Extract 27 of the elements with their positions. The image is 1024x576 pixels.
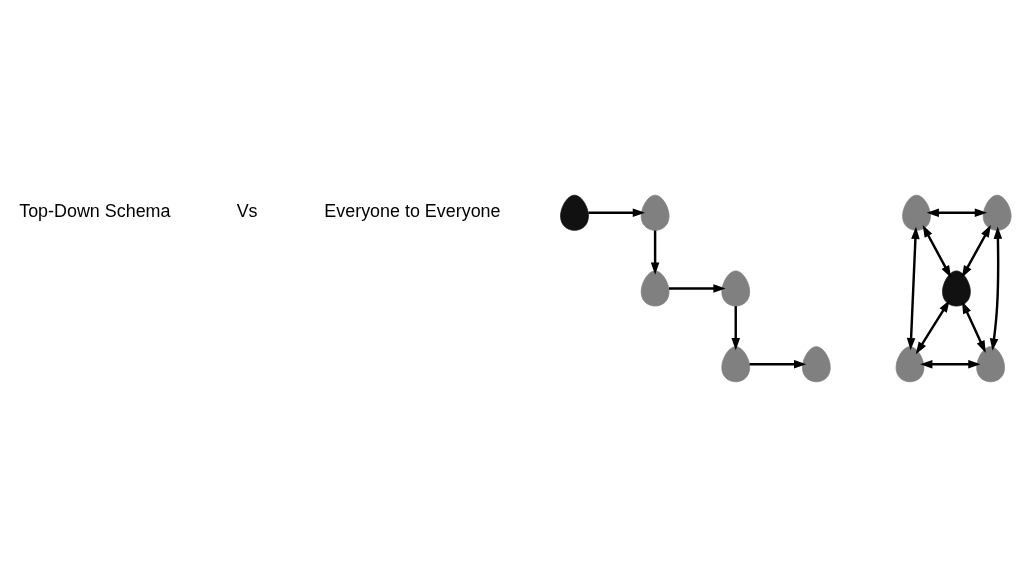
node-person bbox=[721, 345, 751, 382]
node-person bbox=[640, 194, 670, 231]
arrow bbox=[920, 359, 981, 369]
node-person bbox=[976, 345, 1005, 382]
node-person bbox=[640, 270, 670, 306]
arrow bbox=[926, 207, 987, 217]
arrow bbox=[731, 305, 740, 350]
arrow bbox=[961, 300, 986, 353]
arrow bbox=[650, 229, 660, 275]
arrow bbox=[915, 299, 950, 354]
arrow bbox=[922, 224, 952, 278]
node-person bbox=[982, 194, 1012, 231]
node-person bbox=[902, 194, 931, 231]
arrow bbox=[989, 226, 1003, 351]
node-person bbox=[895, 345, 925, 382]
arrow bbox=[588, 207, 645, 217]
arrow bbox=[749, 359, 807, 369]
arrow bbox=[961, 224, 991, 278]
node-person bbox=[802, 345, 831, 382]
node-person bbox=[721, 270, 751, 306]
arrow bbox=[668, 283, 726, 293]
label: Vs bbox=[236, 200, 258, 221]
arrow bbox=[906, 226, 920, 350]
node-person bbox=[942, 270, 971, 306]
label: Everyone to Everyone bbox=[324, 200, 501, 221]
node-person bbox=[560, 194, 589, 231]
label: Top-Down Schema bbox=[19, 200, 171, 221]
